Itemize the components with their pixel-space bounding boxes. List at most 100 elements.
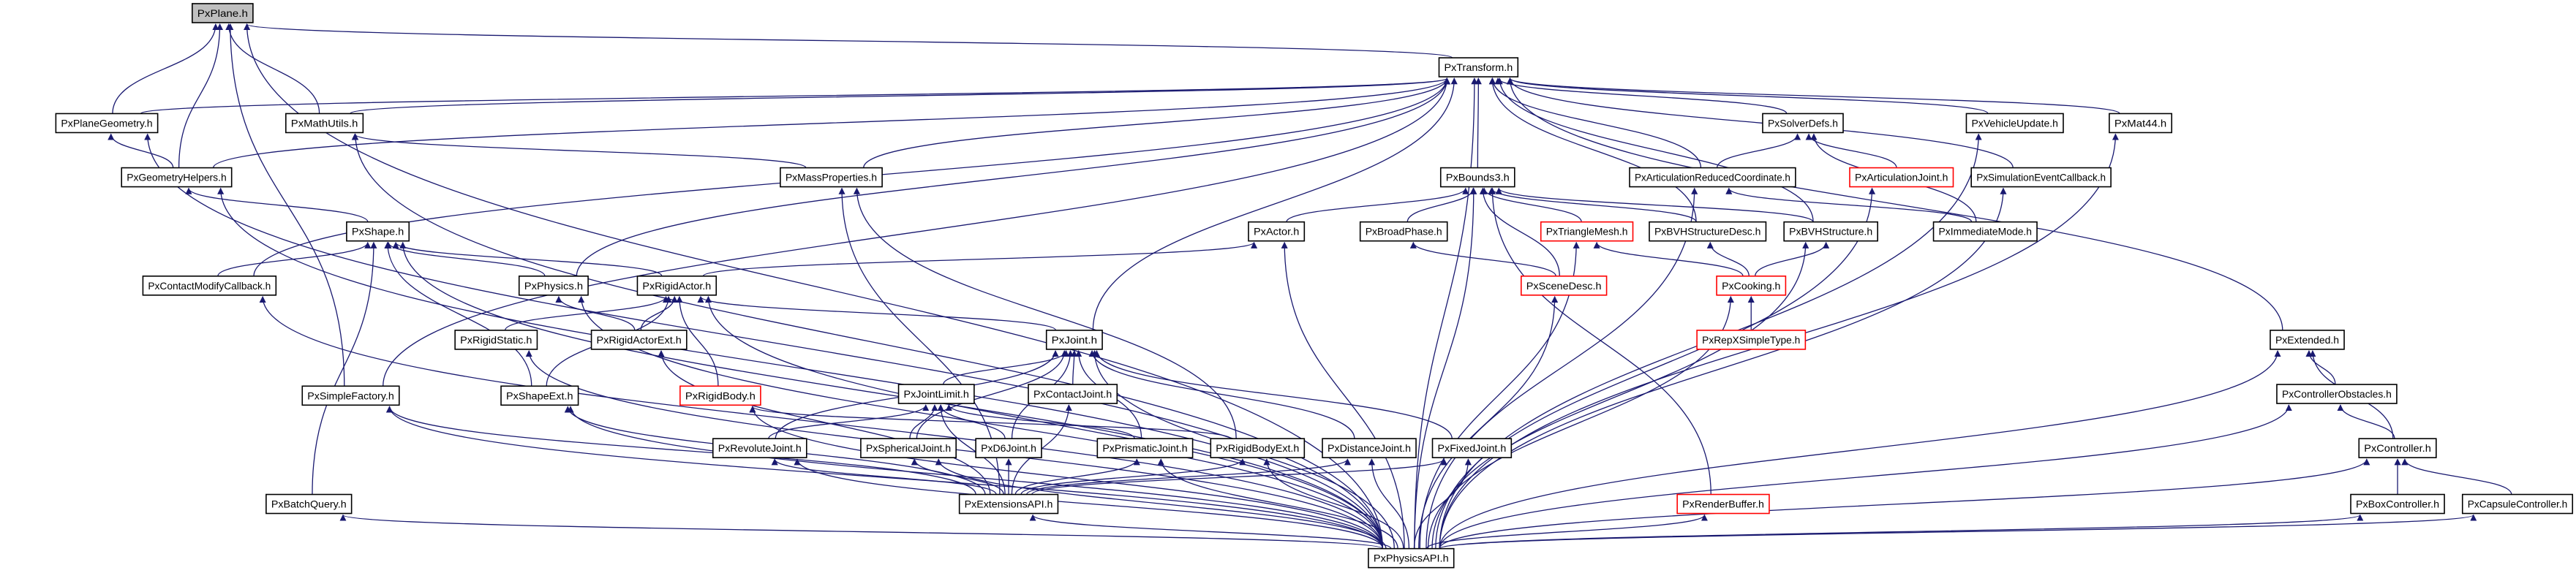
node-px-simple-factory[interactable]: PxSimpleFactory.h xyxy=(301,385,400,406)
node-px-prismatic-joint[interactable]: PxPrismaticJoint.h xyxy=(1096,438,1194,458)
edge-px-extensions-api-to-px-joint-limit xyxy=(937,404,1006,495)
node-px-joint[interactable]: PxJoint.h xyxy=(1045,330,1103,350)
node-px-rigid-body-ext[interactable]: PxRigidBodyExt.h xyxy=(1210,438,1306,458)
node-px-simulation-event-callback[interactable]: PxSimulationEventCallback.h xyxy=(1970,167,2112,188)
edge-px-physics-api-to-px-shape xyxy=(399,241,1384,549)
node-px-actor[interactable]: PxActor.h xyxy=(1248,221,1306,242)
node-box xyxy=(1849,167,1954,188)
node-label: PxContactJoint.h xyxy=(1033,388,1112,400)
node-px-mass-properties[interactable]: PxMassProperties.h xyxy=(780,167,883,188)
node-px-geometry-helpers[interactable]: PxGeometryHelpers.h xyxy=(121,167,233,188)
edge-px-rigid-actor-to-px-shape xyxy=(392,241,663,277)
edge-px-physics-api-to-px-articulation-joint xyxy=(1435,187,1876,549)
node-px-transform[interactable]: PxTransform.h xyxy=(1438,57,1519,77)
node-px-rigid-static[interactable]: PxRigidStatic.h xyxy=(454,330,538,350)
node-label: PxSimulationEventCallback.h xyxy=(1976,172,2106,183)
node-px-solver-defs[interactable]: PxSolverDefs.h xyxy=(1762,113,1844,134)
node-px-revolute-joint[interactable]: PxRevoluteJoint.h xyxy=(712,438,807,458)
node-box xyxy=(2358,438,2437,458)
edge-px-revolute-joint-to-px-joint-limit xyxy=(768,404,930,439)
edge-px-extensions-api-to-px-distance-joint xyxy=(1026,458,1351,496)
node-px-controller[interactable]: PxController.h xyxy=(2358,438,2437,458)
node-box xyxy=(590,330,688,350)
edge-px-rigid-actor-ext-to-px-physics xyxy=(555,295,636,331)
node-px-immediate-mode[interactable]: PxImmediateMode.h xyxy=(1932,221,2038,242)
node-label: PxBoxController.h xyxy=(2356,498,2439,510)
node-box xyxy=(2461,493,2574,515)
node-px-triangle-mesh[interactable]: PxTriangleMesh.h xyxy=(1540,221,1634,242)
node-px-math-utils[interactable]: PxMathUtils.h xyxy=(285,113,364,134)
node-px-articulation-joint[interactable]: PxArticulationJoint.h xyxy=(1849,167,1954,188)
edge-px-physics-api-to-px-controller-obstacles xyxy=(1439,404,2292,549)
edge-px-vehicle-update-to-px-transform xyxy=(1507,77,1989,115)
edge-px-physics-api-to-px-plane-geometry xyxy=(144,133,1384,549)
node-box xyxy=(860,438,957,458)
node-px-rep-xsimple-type[interactable]: PxRepXSimpleType.h xyxy=(1696,330,1807,350)
node-px-rigid-actor[interactable]: PxRigidActor.h xyxy=(636,276,718,296)
edge-px-bvhstructure-desc-to-px-bounds3 xyxy=(1488,187,1697,222)
edge-px-contact-joint-to-px-joint xyxy=(1071,350,1078,385)
edge-px-physics-api-to-px-extensions-api xyxy=(1029,514,1392,550)
node-px-vehicle-update[interactable]: PxVehicleUpdate.h xyxy=(1965,113,2064,134)
node-px-rigid-body[interactable]: PxRigidBody.h xyxy=(679,385,761,406)
edge-px-extensions-api-to-px-fixed-joint xyxy=(1031,458,1447,496)
node-px-joint-limit[interactable]: PxJointLimit.h xyxy=(897,384,975,404)
node-px-batch-query[interactable]: PxBatchQuery.h xyxy=(265,493,353,515)
edge-px-render-buffer-to-px-bounds3 xyxy=(1488,187,1711,495)
edge-px-physics-api-to-px-actor xyxy=(1281,241,1405,549)
edge-px-physics-api-to-px-simple-factory xyxy=(386,406,1384,549)
node-box xyxy=(1783,221,1878,242)
edge-px-physics-api-to-px-distance-joint xyxy=(1368,458,1410,549)
edge-px-broad-phase-to-px-bounds3 xyxy=(1406,187,1477,222)
node-box xyxy=(1096,438,1194,458)
node-label: PxActor.h xyxy=(1254,226,1299,238)
node-label: PxTransform.h xyxy=(1444,61,1513,73)
edge-px-articulation-reduced-coordinate-to-px-solver-defs xyxy=(1716,133,1801,168)
node-px-controller-obstacles[interactable]: PxControllerObstacles.h xyxy=(2276,384,2398,404)
node-px-shape-ext[interactable]: PxShapeExt.h xyxy=(500,385,579,406)
node-label: PxSimpleFactory.h xyxy=(307,390,394,401)
edge-px-bvhstructure-to-px-transform xyxy=(1496,77,1814,222)
node-box xyxy=(1045,330,1103,350)
node-px-plane-geometry[interactable]: PxPlaneGeometry.h xyxy=(55,113,159,134)
edge-px-extended-to-px-transform xyxy=(1507,77,2283,330)
node-px-d6-joint[interactable]: PxD6Joint.h xyxy=(975,438,1042,458)
node-box xyxy=(191,3,254,23)
node-px-rigid-actor-ext[interactable]: PxRigidActorExt.h xyxy=(590,330,688,350)
edge-px-physics-api-to-px-batch-query xyxy=(339,514,1384,550)
edge-px-cooking-to-px-bvhstructure xyxy=(1755,241,1830,276)
node-px-shape[interactable]: PxShape.h xyxy=(346,221,410,242)
node-px-bvhstructure-desc[interactable]: PxBVHStructureDesc.h xyxy=(1649,221,1767,242)
node-label: PxMat44.h xyxy=(2114,117,2166,129)
node-px-physics[interactable]: PxPhysics.h xyxy=(518,276,589,296)
edge-px-physics-api-to-px-spherical-joint xyxy=(935,458,1387,549)
node-px-extensions-api[interactable]: PxExtensionsAPI.h xyxy=(958,493,1059,515)
node-px-extended[interactable]: PxExtended.h xyxy=(2270,330,2345,350)
node-px-fixed-joint[interactable]: PxFixedJoint.h xyxy=(1431,438,1513,458)
node-px-broad-phase[interactable]: PxBroadPhase.h xyxy=(1359,221,1448,242)
node-px-capsule-controller[interactable]: PxCapsuleController.h xyxy=(2461,493,2574,515)
node-box xyxy=(454,330,538,350)
node-px-contact-joint[interactable]: PxContactJoint.h xyxy=(1028,384,1118,404)
node-px-spherical-joint[interactable]: PxSphericalJoint.h xyxy=(860,438,957,458)
node-box xyxy=(2350,493,2445,515)
edge-px-shape-ext-to-px-shape xyxy=(384,241,532,387)
node-px-cooking[interactable]: PxCooking.h xyxy=(1716,276,1787,296)
node-px-physics-api[interactable]: PxPhysicsAPI.h xyxy=(1368,547,1455,569)
node-box xyxy=(1762,113,1844,134)
node-px-box-controller[interactable]: PxBoxController.h xyxy=(2350,493,2445,515)
node-label: PxBVHStructureDesc.h xyxy=(1654,226,1760,238)
node-px-distance-joint[interactable]: PxDistanceJoint.h xyxy=(1322,438,1417,458)
node-px-render-buffer[interactable]: PxRenderBuffer.h xyxy=(1676,493,1770,515)
node-px-bounds3[interactable]: PxBounds3.h xyxy=(1439,167,1515,188)
node-px-mat44[interactable]: PxMat44.h xyxy=(2109,113,2173,134)
node-label: PxPhysicsAPI.h xyxy=(1374,553,1449,564)
node-px-articulation-reduced-coordinate[interactable]: PxArticulationReducedCoordinate.h xyxy=(1629,167,1796,188)
edge-px-geometry-helpers-to-px-plane xyxy=(178,23,224,168)
node-px-contact-modify-callback[interactable]: PxContactModifyCallback.h xyxy=(142,276,277,296)
node-px-bvhstructure[interactable]: PxBVHStructure.h xyxy=(1783,221,1878,242)
node-px-scene-desc[interactable]: PxSceneDesc.h xyxy=(1520,276,1608,296)
node-box xyxy=(1438,57,1519,77)
edge-px-physics-api-to-px-controller xyxy=(1439,458,2370,549)
node-label: PxArticulationReducedCoordinate.h xyxy=(1635,172,1790,183)
